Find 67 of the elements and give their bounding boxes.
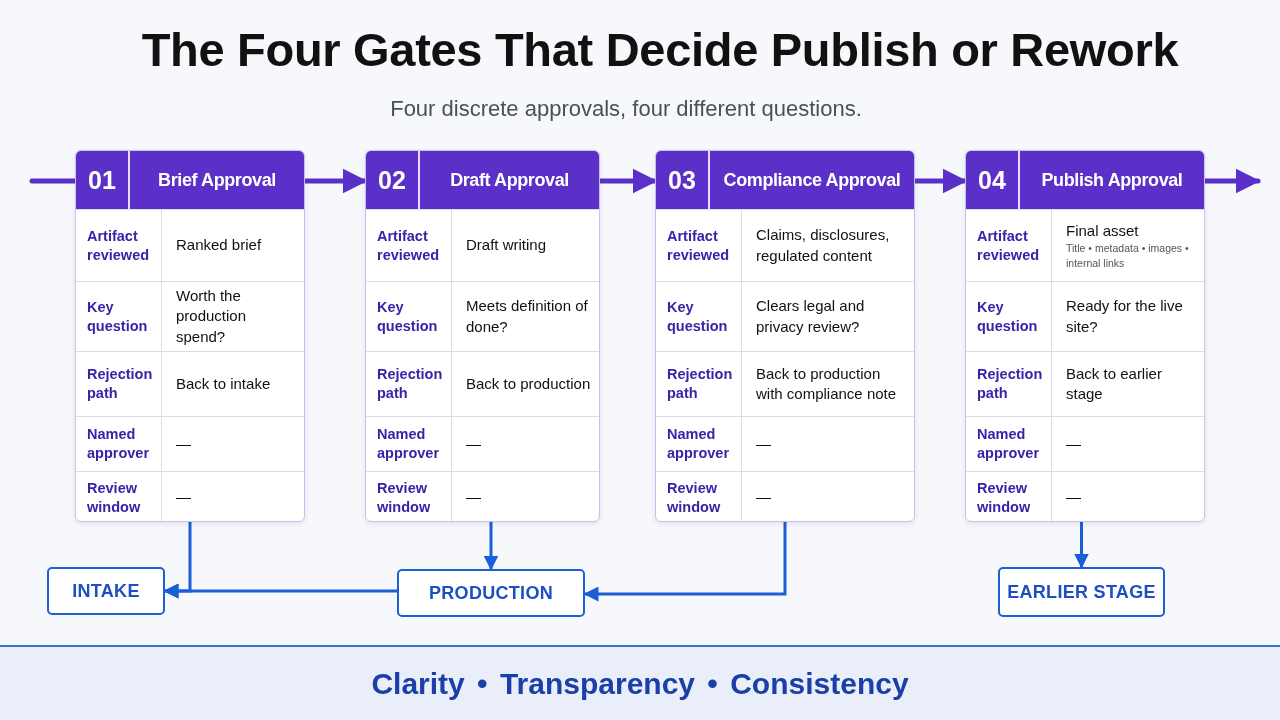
row-value: Back to intake [176,373,272,394]
gate-card [365,150,600,522]
row-value: — [756,487,772,508]
row-value: Final asset [1066,220,1140,241]
row-label: Named approver [667,425,731,463]
gate-title: Publish Approval [1040,169,1184,191]
stage-label: EARLIER STAGE [1007,581,1156,603]
row-label: Rejection path [87,365,154,403]
stage-box [998,567,1165,617]
diagram-title: The Four Gates That Decide Publish or Rework [140,22,1180,77]
row-label: Key question [377,297,439,336]
detail-note: Title • metadata • images • internal links [1066,240,1190,271]
row-label: Artifact reviewed [87,226,151,265]
connector-arrow [1074,520,1089,569]
row-label: Named approver [977,425,1041,463]
gate-title: Compliance Approval [722,169,902,191]
row-label: Named approver [377,425,441,463]
row-value: Ready for the live site? [1066,296,1184,337]
row-value: Claims, disclosures, regulated content [756,225,891,266]
row-label: Artifact reviewed [977,226,1041,265]
row-value: Back to earlier stage [1066,363,1163,404]
row-label: Rejection path [977,365,1044,403]
gate-card [965,150,1205,522]
row-value: — [176,487,192,508]
row-value: — [756,433,772,454]
row-value: Back to production [466,373,591,394]
row-label: Review window [87,478,142,517]
connector-arrow [483,520,499,571]
connector-arrow [163,583,399,599]
row-value: Clears legal and privacy review? [756,296,866,337]
row-value: — [1066,433,1082,454]
gate-card [75,150,305,522]
gate-number: 04 [977,165,1007,195]
row-label: Review window [377,478,432,517]
gate-number: 02 [377,165,407,195]
tagline: Clarity • Transparency • Consistency [371,666,909,701]
stage-label: INTAKE [72,580,140,602]
row-value: Meets definition of done? [466,296,589,337]
row-label: Named approver [87,425,151,463]
row-label: Artifact reviewed [667,226,731,265]
row-value: Back to production with compliance note [756,363,898,404]
gate-number: 01 [87,165,117,195]
row-label: Key question [977,297,1039,336]
gate-title: Brief Approval [157,169,277,191]
row-value: — [176,433,192,454]
gate-number: 03 [667,165,697,195]
row-label: Rejection path [377,365,444,403]
gate-title: Draft Approval [449,169,570,191]
subtitle: Four discrete approvals, four different questions. [389,96,863,122]
row-label: Review window [667,478,722,517]
row-value: Ranked brief [176,235,263,256]
row-label: Review window [977,478,1032,517]
row-label: Key question [87,297,149,336]
stage-box [47,567,165,615]
connector-arrow [583,520,787,602]
row-value: — [1066,487,1082,508]
row-label: Artifact reviewed [377,226,441,265]
stage-box [397,569,585,617]
row-value: Draft writing [466,235,548,256]
row-label: Key question [667,297,729,336]
gate-card [655,150,915,522]
row-value: — [466,487,482,508]
footer-band [0,645,1280,720]
row-value: — [466,433,482,454]
row-label: Rejection path [667,365,734,403]
row-value: Worth the production spend? [176,286,248,347]
stage-label: PRODUCTION [429,582,553,604]
